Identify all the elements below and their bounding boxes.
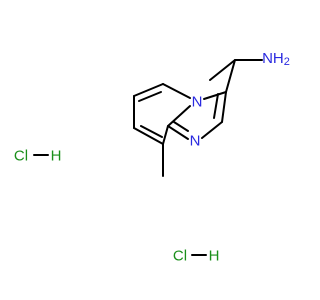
atom-labels: NH2 N N Cl H Cl H	[14, 50, 290, 265]
molecule-drawing: NH2 N N Cl H Cl H	[14, 50, 290, 265]
bond-methyl-ch	[209, 59, 236, 81]
bond-n4-c8a	[167, 105, 191, 127]
bonds	[33, 59, 263, 256]
hcl-1-h-label: H	[51, 148, 62, 165]
hcl-2-h-label: H	[209, 248, 220, 265]
nh2-main: NH	[262, 50, 284, 67]
bond-c7-c8-double	[140, 125, 163, 138]
structure-canvas: NH2 N N Cl H Cl H	[13, 49, 290, 265]
hcl-1-cl-label: Cl	[14, 148, 28, 165]
hcl-2-cl-label: Cl	[173, 248, 187, 265]
nh2-label: NH2	[262, 50, 290, 69]
bond-n1-c8a-double	[173, 121, 189, 132]
imine-nitrogen-label: N	[190, 133, 201, 150]
bond-c3-c2-double	[213, 93, 219, 119]
bond-c5-c6	[133, 83, 164, 97]
bond-c2-n1	[201, 121, 223, 139]
bond-ch-c3	[225, 59, 236, 93]
bond-n4-c5	[162, 83, 191, 99]
bond-c8-c8a	[162, 125, 169, 145]
nh2-sub: 2	[284, 56, 290, 68]
bond-c5-c6-double	[138, 91, 162, 102]
bond-n1-c8a	[167, 125, 189, 140]
ring-nitrogen-label: N	[192, 94, 203, 111]
bond-c3-n4	[203, 91, 227, 100]
bond-c7-c8	[133, 127, 164, 145]
bond-c3-c2	[221, 91, 227, 123]
